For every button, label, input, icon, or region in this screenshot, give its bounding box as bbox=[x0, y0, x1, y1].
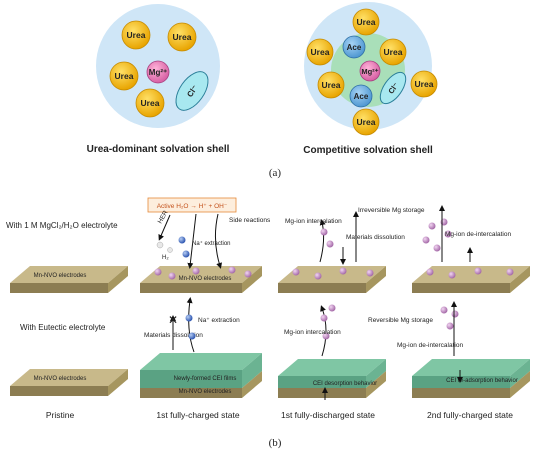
cei-desorption-label: CEI desorption behavior bbox=[313, 381, 377, 387]
mg-cation bbox=[359, 60, 381, 82]
state-caption-pristine: Pristine bbox=[46, 410, 75, 420]
na-ion bbox=[185, 314, 193, 322]
na-extraction-label-row2: Na⁺ extraction bbox=[198, 317, 240, 324]
slab-row1-second-charged bbox=[412, 266, 530, 293]
urea-label: Urea bbox=[115, 71, 134, 81]
side-reaction-arrow bbox=[214, 213, 222, 269]
urea-molecule bbox=[135, 88, 165, 118]
side-reactions-label: Side reactions bbox=[229, 217, 271, 224]
state-caption-second-charged: 2nd fully-charged state bbox=[427, 410, 513, 420]
urea-label: Urea bbox=[415, 79, 434, 89]
blocked-x-icon: ✕ bbox=[168, 313, 178, 327]
urea-molecule bbox=[410, 70, 438, 98]
intercalation-arrow bbox=[319, 219, 326, 263]
na-ion bbox=[182, 250, 190, 258]
mg-cation-label: Mg²⁺ bbox=[361, 67, 378, 76]
mg-intercalation-label: Mg-ion intercalation bbox=[285, 218, 342, 225]
mg-cation-label: Mg²⁺ bbox=[149, 68, 167, 77]
materials-dissolution-label-row2: Materials dissolution bbox=[144, 332, 203, 339]
panel-a: Urea Urea Urea Urea Mg²⁺ Cl⁻ Urea-domina… bbox=[87, 2, 438, 179]
intercalation-arrow-row2 bbox=[320, 305, 327, 357]
urea-molecule bbox=[121, 20, 151, 50]
cl-anion bbox=[379, 71, 407, 105]
urea-molecule bbox=[306, 38, 334, 66]
hydrolysis-box bbox=[147, 197, 237, 213]
h2-bubble bbox=[167, 247, 173, 253]
urea-molecule bbox=[317, 71, 345, 99]
urea-label: Urea bbox=[141, 98, 160, 108]
ace-label: Ace bbox=[354, 92, 369, 101]
na-extraction-label: Na⁺ extraction bbox=[192, 240, 231, 247]
urea-label: Urea bbox=[357, 17, 376, 27]
urea-molecule bbox=[109, 61, 139, 91]
cei-readsorption-label: CEI re-adsorption behavior bbox=[446, 378, 518, 384]
mg-deintercalation-label-row2: Mg-ion de-intercalation bbox=[397, 342, 464, 349]
state-caption-first-discharged: 1st fully-discharged state bbox=[281, 410, 375, 420]
electrode-label: Mn-NVO electrodes bbox=[34, 376, 87, 382]
her-arrow bbox=[158, 214, 171, 241]
urea-molecule bbox=[352, 108, 380, 136]
hydrolysis-text: Active H₂O → H⁺ + OH⁻ bbox=[157, 203, 228, 210]
mg-deintercalation-label: Mg-ion de-intercalation bbox=[445, 231, 512, 238]
urea-molecule bbox=[352, 8, 380, 36]
urea-dominant-shell: Urea Urea Urea Urea Mg²⁺ Cl⁻ Urea-domina… bbox=[87, 4, 230, 155]
row2-title: With Eutectic electrolyte bbox=[20, 323, 106, 332]
irreversible-label: Irreversible Mg storage bbox=[358, 207, 425, 214]
right-shell-caption: Competitive solvation shell bbox=[303, 145, 433, 156]
slab-row1-discharged bbox=[278, 266, 386, 293]
urea-label: Urea bbox=[311, 47, 330, 57]
panel-b-label: (b) bbox=[269, 437, 282, 449]
ace-label: Ace bbox=[347, 43, 362, 52]
na-ion bbox=[178, 236, 186, 244]
panel-b: With 1 M MgCl₂/H₂O electrolyte With Eute… bbox=[6, 197, 530, 449]
slab-row1-charged: Mn-NVO electrodes bbox=[140, 266, 262, 293]
ace-molecule bbox=[349, 84, 373, 108]
cl-anion bbox=[175, 71, 209, 111]
electrode-label: Mn-NVO electrodes bbox=[34, 273, 87, 279]
na-ion bbox=[188, 332, 196, 340]
slab-row2-second-charged: CEI re-adsorption behavior bbox=[412, 359, 530, 398]
slab-row1-pristine: Mn-NVO electrodes bbox=[10, 266, 128, 293]
slab-row2-discharged: CEI desorption behavior bbox=[278, 359, 386, 398]
newly-cei-label: Newly-formed CEI films bbox=[174, 376, 237, 382]
urea-label: Urea bbox=[357, 117, 376, 127]
slab-row2-charged: Newly-formed CEI films Mn-NVO electrodes bbox=[140, 353, 262, 398]
materials-dissolution-label: Materials dissolution bbox=[346, 234, 405, 241]
dissolution-arrow bbox=[187, 213, 197, 269]
h2-label: H₂ bbox=[162, 255, 169, 261]
electrode-label: Mn-NVO electrodes bbox=[179, 276, 232, 282]
electrode-label: Mn-NVO electrodes bbox=[179, 389, 232, 395]
urea-label: Urea bbox=[173, 32, 192, 42]
urea-molecule bbox=[379, 38, 407, 66]
mg-cation bbox=[146, 60, 170, 84]
row1-title: With 1 M MgCl₂/H₂O electrolyte bbox=[6, 221, 118, 230]
ace-molecule bbox=[342, 35, 366, 59]
h2-bubble bbox=[156, 241, 164, 249]
reversible-label: Reversible Mg storage bbox=[368, 317, 433, 324]
urea-molecule bbox=[167, 22, 197, 52]
na-extraction-arrow bbox=[186, 297, 195, 353]
state-caption-first-charged: 1st fully-charged state bbox=[156, 410, 239, 420]
urea-label: Urea bbox=[384, 47, 403, 57]
left-shell-caption: Urea-dominant solvation shell bbox=[87, 144, 230, 155]
urea-label: Urea bbox=[127, 30, 146, 40]
competitive-shell: Urea Urea Urea Urea Urea Urea Ace Ace Mg… bbox=[303, 2, 438, 156]
panel-a-label: (a) bbox=[269, 167, 282, 179]
slab-row2-pristine: Mn-NVO electrodes bbox=[10, 369, 128, 396]
urea-label: Urea bbox=[322, 80, 341, 90]
mg-intercalation-label-row2: Mg-ion intercalation bbox=[284, 329, 341, 336]
